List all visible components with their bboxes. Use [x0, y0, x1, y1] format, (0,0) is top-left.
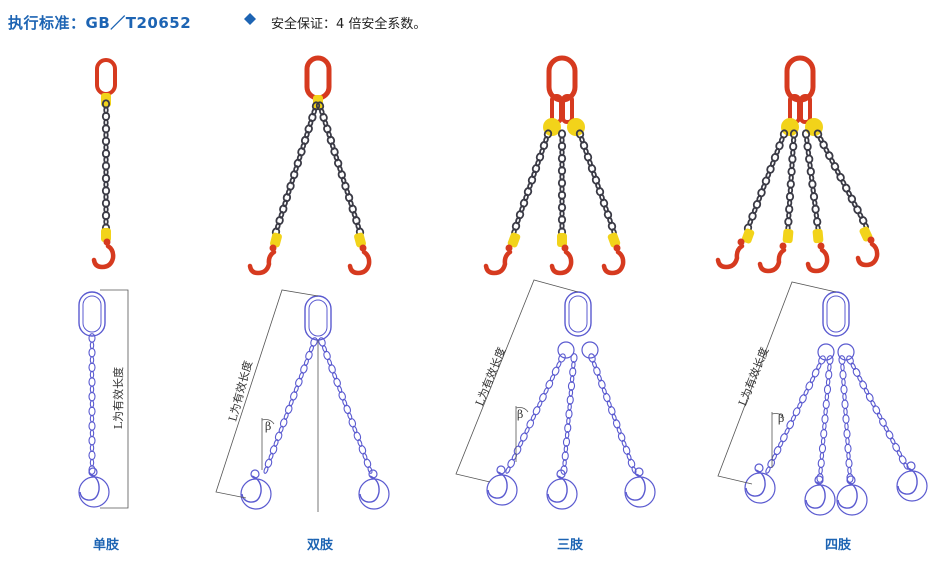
triple-leg-sling-photo	[483, 55, 626, 276]
diamond-bullet-icon	[244, 13, 256, 25]
chain-sling-drawings: L为有效长度 L为有效长度 L为有效长度 L为有效长度 β β β	[78, 279, 928, 516]
quad-leg-sling-drawing	[717, 281, 928, 516]
angle-symbol-triple: β	[517, 408, 523, 421]
standard-title: 执行标准：GB／T20652	[8, 14, 192, 32]
quad-leg-sling-photo	[715, 55, 880, 274]
label-double-leg: 双肢	[306, 538, 333, 553]
triple-leg-sling-drawing	[455, 279, 656, 510]
single-leg-sling-photo	[91, 58, 117, 270]
label-triple-leg: 三肢	[556, 538, 583, 553]
single-leg-sling-drawing	[78, 289, 129, 509]
angle-symbol-quad: β	[778, 412, 784, 425]
label-quad-leg: 四肢	[824, 538, 851, 553]
double-leg-sling-drawing	[215, 289, 390, 512]
chain-sling-photos	[91, 55, 880, 276]
double-leg-sling-photo	[247, 55, 372, 276]
label-single-leg: 单肢	[92, 538, 119, 553]
angle-symbol-double: β	[265, 420, 271, 433]
length-label-triple: L为有效长度	[472, 345, 508, 408]
length-label-double: L为有效长度	[225, 359, 255, 423]
safety-note: 安全保证：4 倍安全系数。	[271, 17, 427, 32]
length-label-quad: L为有效长度	[735, 345, 771, 408]
length-label-single: L为有效长度	[111, 367, 125, 429]
